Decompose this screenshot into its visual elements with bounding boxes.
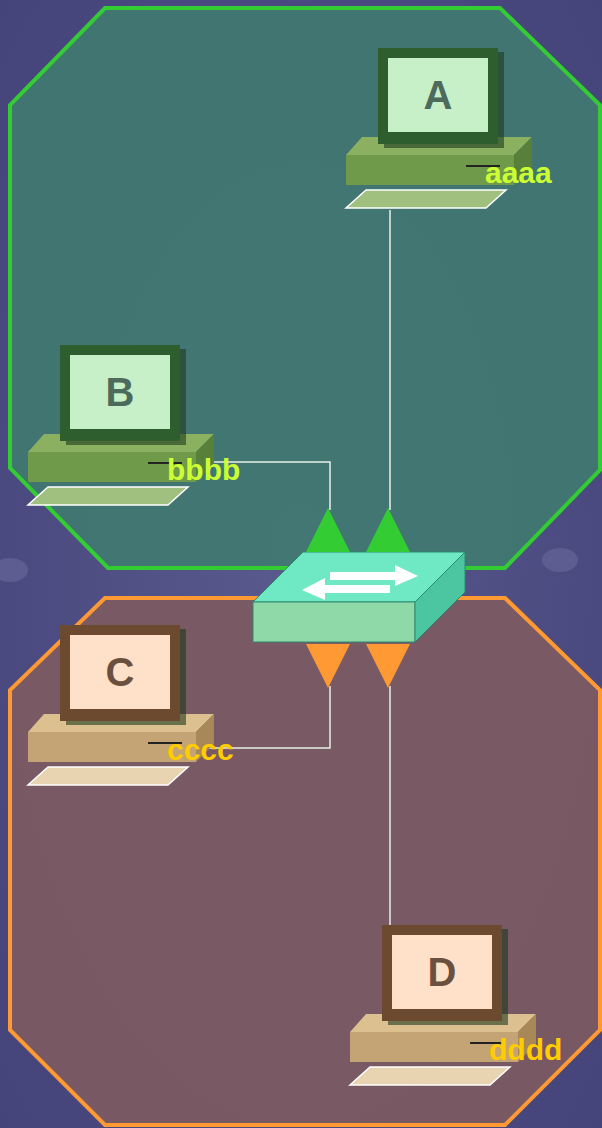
monitor-screen [392, 935, 492, 1009]
computer: Aaaaa [340, 44, 572, 214]
wire [389, 210, 391, 510]
monitor-screen [70, 635, 170, 709]
switch-side [415, 552, 465, 642]
computer-icon [344, 921, 576, 1091]
switch-arrow [302, 578, 390, 600]
monitor-screen [70, 355, 170, 429]
port-triangle [366, 644, 410, 688]
vlan-region [10, 598, 600, 1125]
computer-icon [340, 44, 572, 214]
computer-icon [22, 621, 254, 791]
computer-name: B [70, 355, 170, 429]
computer-name: C [70, 635, 170, 709]
port-triangle [306, 644, 350, 688]
switch-arrow [330, 565, 418, 586]
computer: Ddddd [344, 921, 576, 1091]
keyboard [350, 1067, 510, 1085]
computer-icon [22, 341, 254, 511]
monitor-frame [60, 345, 180, 441]
port-triangle [306, 508, 350, 552]
monitor-screen [388, 58, 488, 132]
computer: Bbbbb [22, 341, 254, 511]
switch-symbol [253, 552, 465, 642]
vlan-region [10, 8, 600, 568]
mac-address: cccc [167, 735, 234, 765]
switch-front [253, 602, 415, 642]
computer: Ccccc [22, 621, 254, 791]
monitor-frame [60, 625, 180, 721]
ground-dot [542, 548, 578, 572]
mac-address: bbbb [167, 455, 240, 485]
ground-dot [0, 558, 28, 582]
computer-name: D [392, 935, 492, 1009]
mac-address: dddd [489, 1035, 562, 1065]
mac-address: aaaa [485, 158, 552, 188]
keyboard [28, 767, 188, 785]
port-triangle [366, 508, 410, 552]
keyboard [28, 487, 188, 505]
monitor-frame [378, 48, 498, 144]
keyboard [346, 190, 506, 208]
computer-name: A [388, 58, 488, 132]
wire [389, 686, 391, 928]
monitor-frame [382, 925, 502, 1021]
